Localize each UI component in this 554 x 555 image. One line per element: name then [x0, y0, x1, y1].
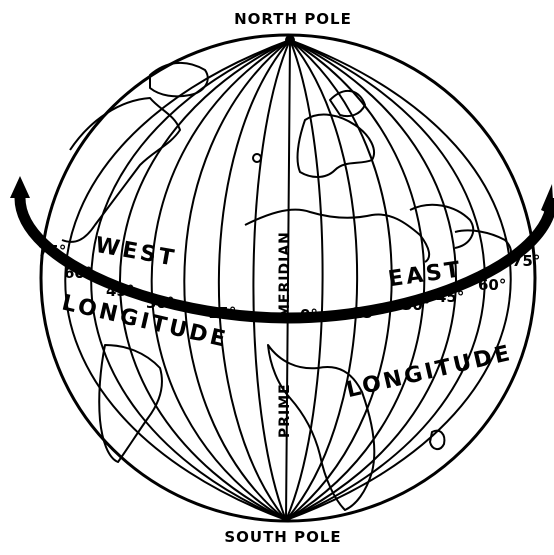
meridian-label: MERIDIAN [277, 231, 293, 318]
left-arrowhead [10, 176, 30, 198]
degree-label-east: 60° [478, 276, 506, 294]
degree-label-0: 0° [300, 306, 318, 324]
degree-label-west: 45° [106, 282, 134, 300]
greenland-outline [150, 63, 208, 96]
scandinavia-outline [330, 91, 365, 116]
degree-label-east: 30° [402, 296, 430, 314]
madagascar-outline [430, 431, 444, 449]
longitude-east-label: LONGITUDE [344, 341, 515, 404]
south-pole-label: SOUTH POLE [224, 528, 341, 546]
meridian-line [184, 40, 290, 520]
prime-label: PRIME [277, 383, 293, 438]
degree-label-west: 60° [64, 264, 92, 282]
north-pole-label: NORTH POLE [234, 10, 352, 28]
degree-label-west: 75° [38, 242, 66, 260]
degree-label-west: 30° [146, 294, 174, 312]
west-label: WEST [93, 233, 178, 272]
right-arrowhead [541, 184, 554, 216]
degree-label-east: 15° [352, 304, 380, 322]
north-africa-coast [245, 210, 429, 262]
europe-outline [298, 115, 374, 177]
north-pole-point [286, 36, 294, 44]
small-island [253, 154, 261, 162]
north-america-outline [62, 98, 180, 242]
degree-label-east: 45° [436, 288, 464, 306]
degree-label-west: 15° [208, 304, 236, 322]
degree-label-east: 75° [512, 252, 540, 270]
meridian-line [120, 40, 290, 520]
